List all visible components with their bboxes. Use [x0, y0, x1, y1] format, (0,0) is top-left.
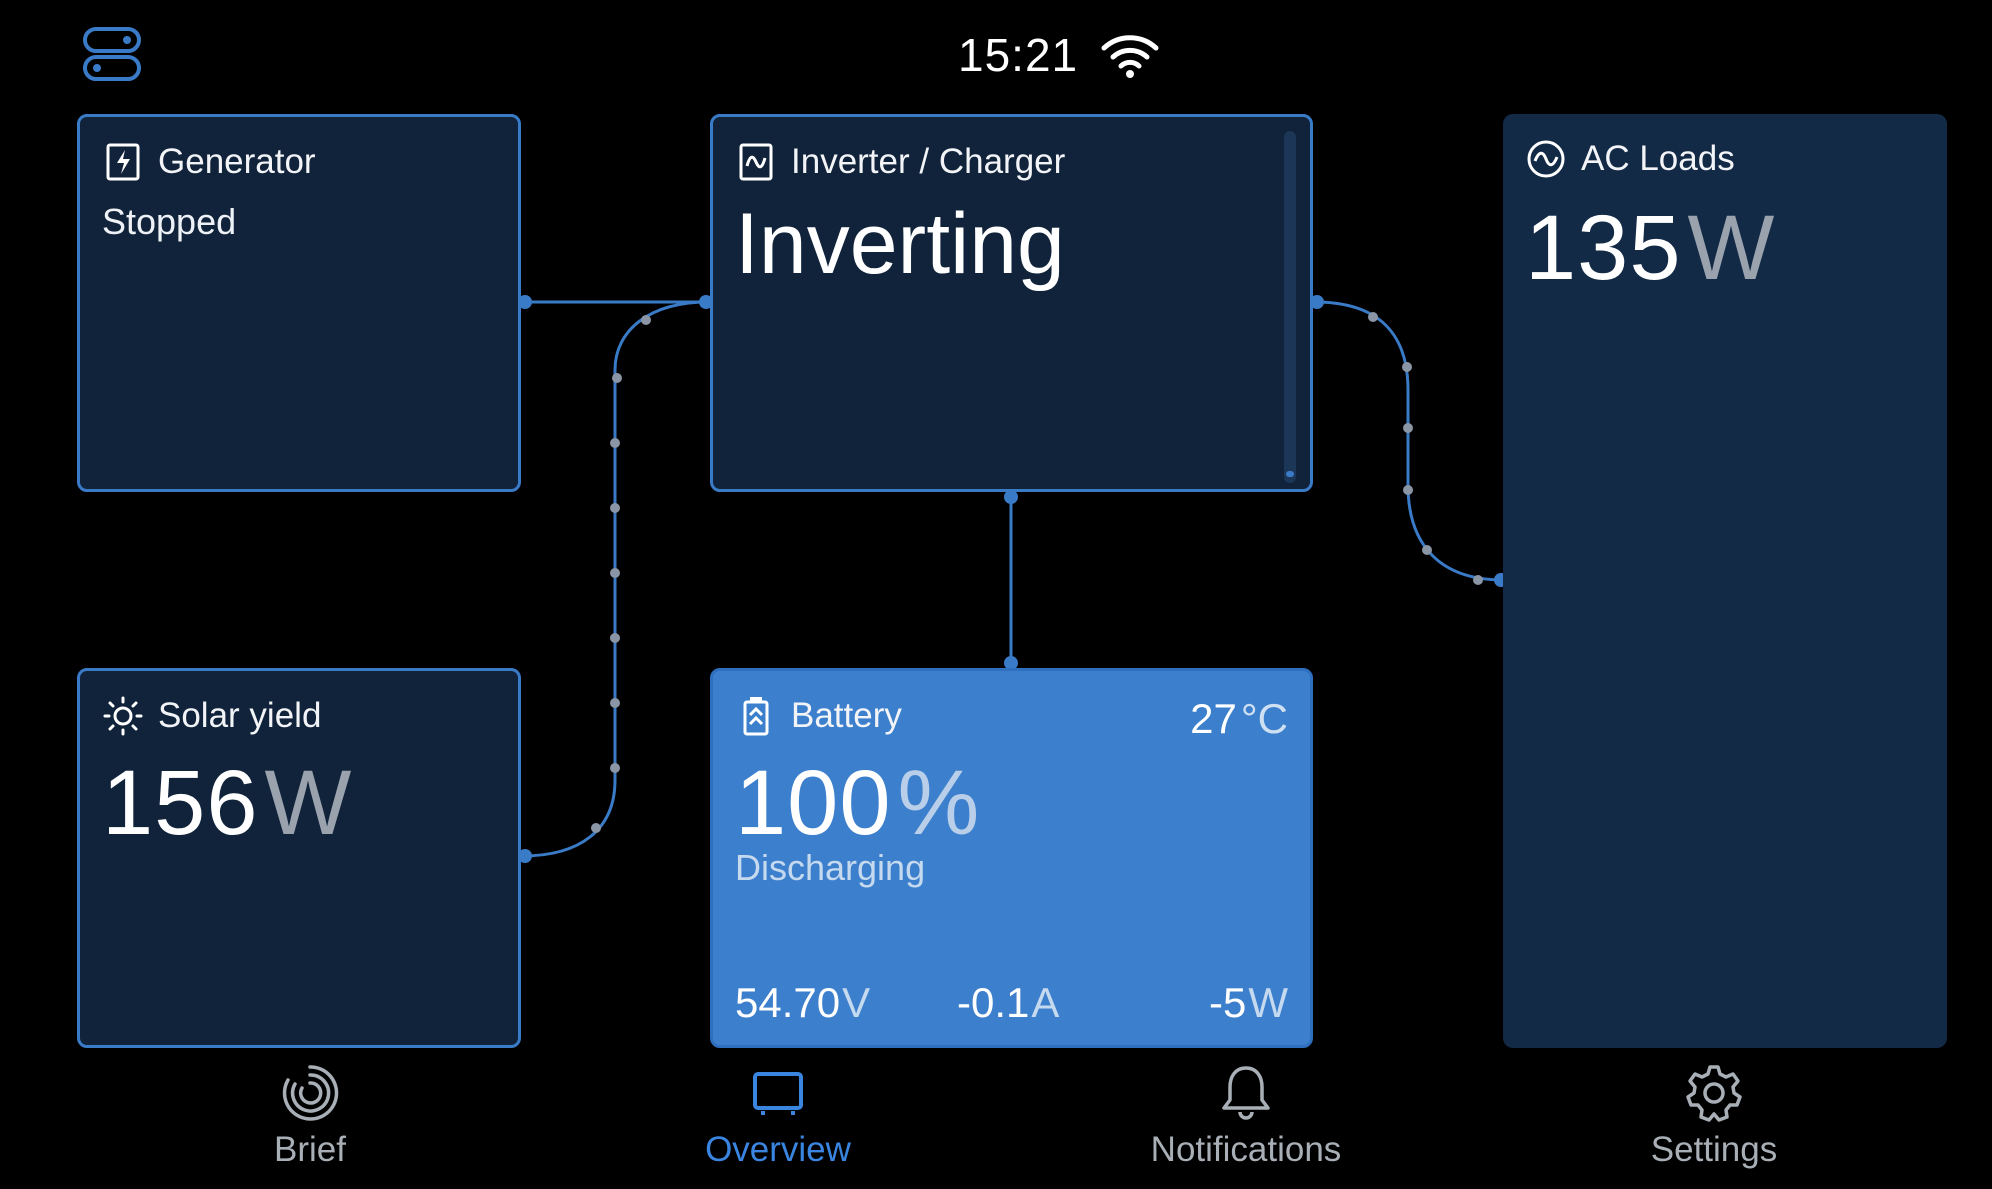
battery-current-value: -0.1: [957, 979, 1030, 1026]
clock: 15:21: [958, 29, 1079, 81]
gear-icon: [1686, 1065, 1742, 1122]
battery-current-unit: A: [1031, 979, 1060, 1026]
battery-voltage-unit: V: [842, 979, 871, 1026]
battery-icon: [743, 697, 769, 736]
nav-brief[interactable]: Brief: [180, 1062, 440, 1170]
nav-brief-label: Brief: [274, 1130, 346, 1169]
ac-loads-title: AC Loads: [1581, 139, 1735, 178]
connector-inverter-acloads: [1314, 300, 1504, 582]
generator-title: Generator: [158, 142, 316, 181]
battery-temperature: 27°C: [1190, 695, 1288, 743]
top-bar: 15:21: [0, 0, 1992, 110]
nav-settings-label: Settings: [1650, 1130, 1778, 1169]
battery-tile[interactable]: Battery 27°C 100% Discharging 54.70V -0.…: [710, 668, 1313, 1048]
solar-title: Solar yield: [158, 696, 322, 735]
battery-title: Battery: [791, 696, 902, 735]
inverter-scrollbar[interactable]: [1284, 131, 1296, 483]
generator-status: Stopped: [102, 201, 237, 242]
battery-power-value: -5: [1208, 979, 1247, 1026]
ac-loads-unit: W: [1687, 197, 1776, 299]
sun-icon: [103, 696, 143, 736]
nav-settings[interactable]: Settings: [1584, 1062, 1844, 1170]
inverter-icon: [739, 143, 773, 181]
ac-loads-value: 135: [1525, 197, 1682, 299]
battery-current: -0.1A: [957, 979, 1059, 1027]
overview-icon: [753, 1072, 803, 1115]
battery-temperature-value: 27: [1190, 695, 1237, 742]
ac-loads-tile[interactable]: AC Loads 135W: [1503, 114, 1947, 1048]
battery-voltage: 54.70V: [735, 979, 870, 1027]
wifi-icon: [1101, 35, 1159, 78]
nav-notifications-label: Notifications: [1150, 1130, 1342, 1169]
battery-soc-unit: %: [897, 752, 981, 854]
inverter-state: Inverting: [735, 196, 1065, 292]
generator-tile[interactable]: Generator Stopped: [77, 114, 521, 492]
brief-icon: [282, 1065, 339, 1121]
battery-voltage-value: 54.70: [735, 979, 841, 1026]
battery-temperature-unit: °C: [1240, 695, 1288, 742]
toggle-switches-icon[interactable]: [82, 26, 142, 82]
battery-power-unit: W: [1248, 979, 1288, 1026]
solar-yield-tile[interactable]: Solar yield 156W: [77, 668, 521, 1048]
connector-solar-inverter: [521, 300, 709, 858]
solar-power: 156W: [102, 757, 352, 849]
battery-soc-value: 100: [735, 752, 892, 854]
solar-unit: W: [264, 752, 353, 854]
ac-loads-power: 135W: [1525, 202, 1775, 294]
battery-soc: 100%: [735, 757, 980, 849]
battery-power: -5W: [1209, 979, 1288, 1027]
nav-notifications[interactable]: Notifications: [1116, 1062, 1376, 1170]
nav-overview-label: Overview: [705, 1130, 851, 1169]
generator-icon: [106, 143, 140, 181]
inverter-title: Inverter / Charger: [791, 142, 1066, 181]
solar-value: 156: [102, 752, 259, 854]
bell-icon: [1222, 1066, 1270, 1120]
ac-wave-icon: [1527, 140, 1565, 178]
nav-overview[interactable]: Overview: [648, 1062, 908, 1170]
bottom-nav: Brief Overview Notifications Settings: [0, 1050, 1992, 1189]
inverter-charger-tile[interactable]: Inverter / Charger Inverting: [710, 114, 1313, 492]
battery-mode: Discharging: [735, 847, 926, 888]
